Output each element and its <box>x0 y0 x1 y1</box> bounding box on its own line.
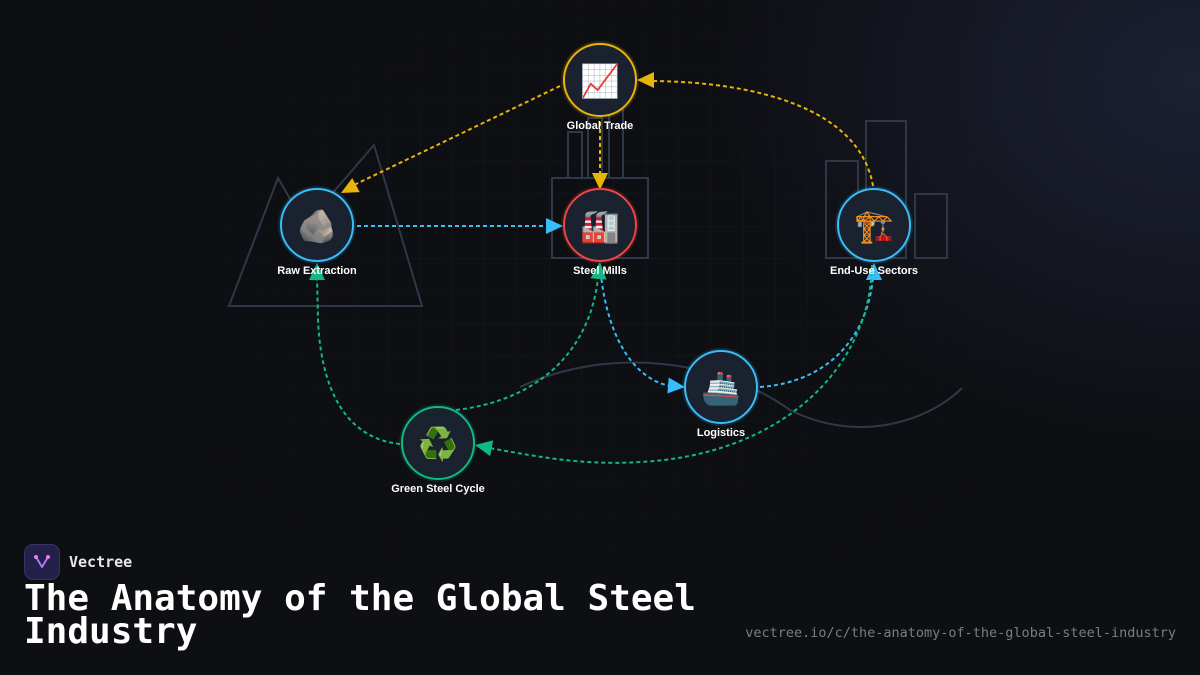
node-global-trade[interactable]: 📈 Global Trade <box>561 41 639 132</box>
node-circle <box>401 406 475 480</box>
edge-line <box>353 85 561 186</box>
page-title: The Anatomy of the Global Steel Industry <box>24 578 696 652</box>
node-green-steel-cycle[interactable]: ♻️ Green Steel Cycle <box>391 404 485 495</box>
arrowhead <box>592 173 608 190</box>
chart-increasing-icon: 📈 <box>580 62 620 100</box>
edge-green-steel-cycle-to-raw-extraction <box>309 263 401 445</box>
branch-fork-icon <box>24 544 60 580</box>
recycle-icon: ♻️ <box>418 425 458 463</box>
page-url[interactable]: vectree.io/c/the-anatomy-of-the-global-s… <box>745 625 1176 641</box>
node-label: Steel Mills <box>573 265 627 277</box>
node-label: End-Use Sectors <box>830 265 918 277</box>
rock-icon: 🪨 <box>297 207 337 245</box>
node-circle <box>280 188 354 262</box>
node-end-use-sectors[interactable]: 🏗️ End-Use Sectors <box>830 186 918 277</box>
ship-icon: 🚢 <box>701 369 741 407</box>
edge-green-steel-cycle-to-steel-mills <box>455 262 607 411</box>
factory-icon: 🏭 <box>580 207 620 245</box>
construction-crane-icon: 🏗️ <box>854 207 894 245</box>
edge-raw-extraction-to-steel-mills <box>357 218 563 234</box>
edge-line <box>316 275 401 445</box>
node-logistics[interactable]: 🚢 Logistics <box>682 348 760 439</box>
node-label: Logistics <box>697 427 745 439</box>
wave-outline <box>519 361 963 428</box>
building-outline-3 <box>914 193 948 259</box>
arrowhead <box>475 440 494 457</box>
edge-line <box>651 80 874 187</box>
edge-global-trade-to-steel-mills <box>592 122 608 190</box>
edge-global-trade-to-raw-extraction <box>341 85 561 193</box>
node-label: Global Trade <box>567 120 634 132</box>
edge-line <box>488 264 873 464</box>
node-label: Green Steel Cycle <box>391 483 485 495</box>
mountain-outline <box>227 142 424 307</box>
arrowhead <box>866 263 882 280</box>
node-circle <box>684 350 758 424</box>
node-circle <box>563 188 637 262</box>
edge-line <box>599 264 671 387</box>
node-circle <box>837 188 911 262</box>
node-circle <box>563 43 637 117</box>
node-raw-extraction[interactable]: 🪨 Raw Extraction <box>277 186 357 277</box>
arrowhead <box>590 262 607 280</box>
arrowhead <box>667 377 685 394</box>
arrowhead <box>637 72 654 88</box>
edge-logistics-to-end-use-sectors <box>759 263 882 388</box>
edge-line <box>759 276 874 388</box>
edge-end-use-sectors-to-global-trade <box>637 72 874 187</box>
node-label: Raw Extraction <box>277 265 357 277</box>
brand: Vectree <box>24 544 132 580</box>
chimney-outline-1 <box>567 131 583 179</box>
node-steel-mills[interactable]: 🏭 Steel Mills <box>561 186 639 277</box>
brand-name: Vectree <box>69 553 133 571</box>
arrowhead <box>546 218 563 234</box>
edge-line <box>455 277 599 411</box>
edge-steel-mills-to-logistics <box>599 264 685 394</box>
arrowhead <box>341 177 360 193</box>
arrowhead <box>309 263 325 280</box>
edge-end-use-sectors-to-green-steel-cycle <box>475 264 873 464</box>
